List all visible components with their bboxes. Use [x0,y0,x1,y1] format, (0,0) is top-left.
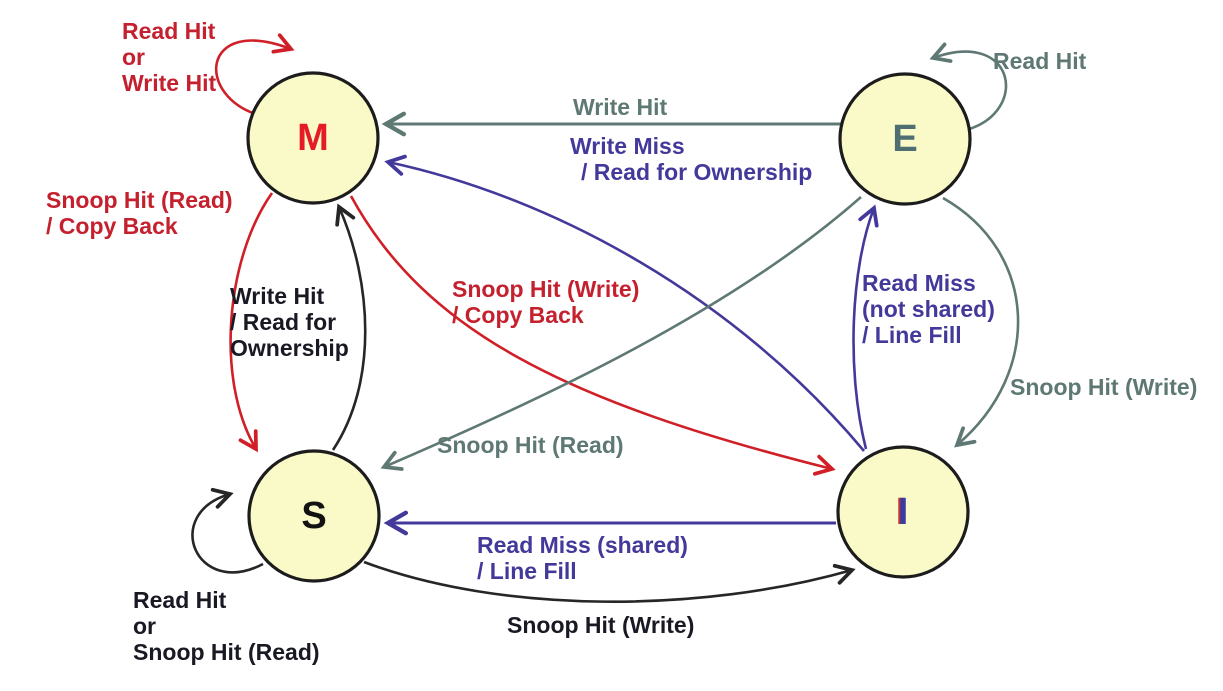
state-node-e-circle [838,72,972,206]
label-line: Snoop Hit (Write) [1010,374,1198,400]
label-m-to-i: Snoop Hit (Write) / Copy Back [452,276,639,328]
label-line: Snoop Hit (Write) [452,276,640,302]
label-line: Write Hit [230,283,325,309]
label-s-to-i: Snoop Hit (Write) [507,612,694,638]
edge-e-to-i [942,196,1020,448]
label-s-self-loop: Read Hit or Snoop Hit (Read) [133,587,320,665]
label-e-to-m: Write Hit [573,94,667,120]
label-line: Read Hit [133,587,227,613]
edge-s-to-i [363,560,856,603]
label-line: Write Miss [570,133,685,159]
label-i-to-m: Write Miss / Read for Ownership [570,133,812,185]
state-node-s-circle [247,449,381,583]
label-m-to-s: Snoop Hit (Read) / Copy Back [46,187,233,239]
edge-m-self-loop [214,33,295,118]
label-line: Read Hit [122,18,216,44]
label-i-to-e: Read Miss (not shared) / Line Fill [862,270,995,348]
label-line: Read Miss (shared) [477,532,688,558]
label-line: (not shared) [862,296,995,322]
label-e-to-i: Snoop Hit (Write) [1010,374,1197,400]
edge-i-to-m [384,154,865,452]
label-line: / Copy Back [46,213,178,239]
label-line: or [122,44,145,70]
label-m-self-loop: Read Hit or Write Hit [122,18,216,96]
state-node-m-circle [246,71,380,205]
label-line: / Line Fill [477,558,577,584]
edge-e-to-s [380,196,862,471]
label-line: Write Hit [122,70,217,96]
label-line: or [133,613,156,639]
label-line: / Copy Back [452,302,584,328]
label-e-to-s: Snoop Hit (Read) [437,432,624,458]
label-line: / Read for Ownership [581,159,813,185]
edge-i-to-e [852,204,879,450]
edge-s-self-loop [191,487,264,574]
label-line: Ownership [230,335,349,361]
label-e-self-loop: Read Hit [993,48,1086,74]
label-i-to-s: Read Miss (shared) / Line Fill [477,532,688,584]
edge-s-to-m [331,203,367,451]
edge-e-self-loop [929,42,1008,132]
label-s-to-m: Write Hit / Read for Ownership [230,283,349,361]
edge-m-to-s [229,192,274,453]
label-line: Snoop Hit (Read) [133,639,320,665]
label-line: Snoop Hit (Read) [46,187,233,213]
label-line: Snoop Hit (Write) [507,612,695,638]
label-line: Write Hit [573,94,668,120]
label-line: Read Hit [993,48,1087,74]
state-node-i-circle [836,445,970,579]
label-line: / Read for [230,309,337,335]
label-line: / Line Fill [862,322,962,348]
label-line: Read Miss [862,270,976,296]
label-line: Snoop Hit (Read) [437,432,624,458]
edge-m-to-i [349,195,836,476]
